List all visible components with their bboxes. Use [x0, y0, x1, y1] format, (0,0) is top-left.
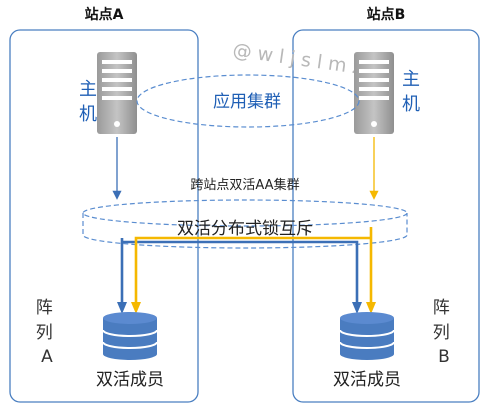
site-b-array-char-3: B	[438, 347, 450, 367]
site-a-array-label: 阵 列 A	[36, 298, 58, 367]
server-b-icon	[354, 52, 394, 134]
site-b-array-char-2: 列	[433, 323, 450, 343]
app-cluster-ellipse	[136, 74, 360, 128]
gold-write-path	[134, 227, 373, 305]
cross-site-cluster-label: 跨站点双活AA集群	[190, 177, 299, 193]
site-b-host-char-2: 机	[402, 94, 420, 115]
gold-arrowhead-left	[131, 302, 141, 314]
app-cluster-label: 应用集群	[213, 92, 281, 112]
site-b-array-label: 阵 列 B	[433, 298, 455, 367]
site-b-host-char-1: 主	[402, 69, 420, 90]
site-a-box	[9, 29, 199, 403]
site-b-host-label: 主 机	[402, 69, 426, 115]
lock-mutex-label: 双活分布式锁互斥	[177, 219, 313, 239]
site-a-host-label: 主 机	[79, 79, 103, 125]
site-a-title: 站点A	[85, 6, 124, 23]
watermark: @wljslmz	[231, 39, 369, 80]
site-a-member-label: 双活成员	[96, 370, 164, 390]
blue-write-path	[120, 238, 359, 305]
site-a-array-char-2: 列	[36, 323, 53, 343]
lock-mutex-cylinder	[82, 199, 408, 249]
site-a-host-char-2: 机	[79, 104, 97, 125]
site-a-array-char-3: A	[41, 347, 53, 367]
site-a-host-char-1: 主	[79, 79, 97, 100]
site-a-array-char-1: 阵	[36, 298, 53, 318]
blue-arrowhead-right	[352, 302, 362, 314]
server-a-icon	[97, 52, 137, 134]
database-a-icon	[102, 312, 158, 360]
database-b-icon	[339, 312, 395, 360]
site-b-member-label: 双活成员	[333, 370, 401, 390]
blue-arrowhead-left	[117, 302, 127, 314]
site-b-box	[292, 29, 480, 403]
site-b-title: 站点B	[367, 6, 406, 23]
site-b-array-char-1: 阵	[433, 298, 450, 318]
gold-arrowhead-right	[366, 302, 376, 314]
